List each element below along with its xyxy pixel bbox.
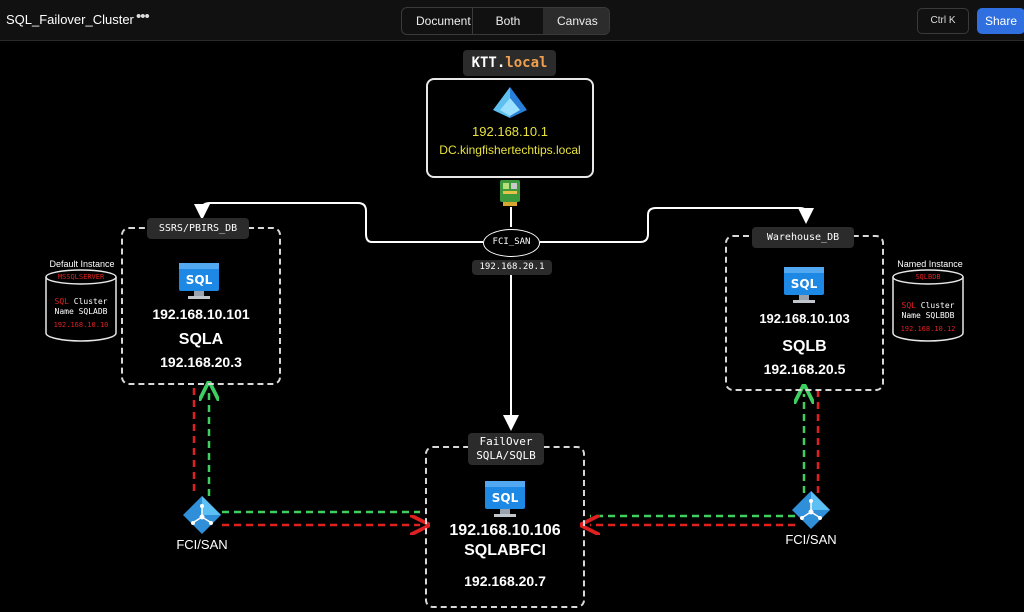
database-cylinder-icon bbox=[892, 269, 964, 342]
left-cylinder-line1: SQL Cluster bbox=[44, 297, 118, 306]
right-cylinder-sql: SQL bbox=[901, 301, 916, 310]
right-cylinder-cluster: Cluster bbox=[915, 301, 955, 310]
left-name: SQLA bbox=[178, 331, 224, 348]
right-name: SQLB bbox=[782, 338, 827, 355]
sql-server-icon: SQL bbox=[179, 263, 219, 299]
domain-controller-box[interactable]: 192.168.10.1 DC.kingfishertechtips.local bbox=[426, 78, 594, 178]
left-cylinder-top: MSSQLSERVER bbox=[57, 273, 105, 281]
dc-ip: 192.168.10.1 bbox=[472, 124, 548, 139]
right-cylinder-line2: Name SQLBDB bbox=[901, 311, 955, 320]
command-palette-button[interactable]: Ctrl K bbox=[917, 8, 969, 34]
fci-san-node[interactable]: FCI_SAN bbox=[483, 229, 540, 257]
fci-to-right-line bbox=[540, 207, 814, 243]
left-cylinder-sql: SQL bbox=[54, 297, 69, 306]
top-bar: SQL_Failover_Cluster ••• Document Both C… bbox=[0, 0, 1024, 41]
svg-text:SQL: SQL bbox=[186, 273, 213, 287]
right-group-label: Warehouse_DB bbox=[752, 227, 854, 248]
right-ip1: 192.168.10.103 bbox=[759, 311, 850, 326]
share-button[interactable]: Share bbox=[977, 8, 1024, 34]
database-cylinder-icon bbox=[45, 269, 117, 342]
view-mode-switcher: Document Both Canvas bbox=[401, 7, 610, 35]
center-name: SQLABFCI bbox=[464, 542, 546, 559]
tab-both[interactable]: Both bbox=[495, 14, 521, 28]
domain-label[interactable]: KTT.local bbox=[463, 50, 556, 76]
right-cylinder-caption: Named Instance bbox=[897, 259, 963, 269]
fci-san-ip: 192.168.20.1 bbox=[472, 260, 552, 275]
left-cylinder-ip: 192.168.10.10 bbox=[53, 321, 109, 329]
left-ip2: 192.168.20.3 bbox=[160, 354, 242, 370]
san-switch-icon bbox=[792, 491, 830, 529]
more-options-button[interactable]: ••• bbox=[136, 8, 150, 25]
center-ip1: 192.168.10.106 bbox=[449, 522, 561, 539]
right-ip2: 192.168.20.5 bbox=[763, 361, 846, 377]
left-group-label: SSRS/PBIRS_DB bbox=[147, 218, 249, 239]
svg-text:SQL: SQL bbox=[492, 491, 519, 505]
document-title[interactable]: SQL_Failover_Cluster bbox=[6, 12, 134, 27]
dc-fqdn: DC.kingfishertechtips.local bbox=[439, 143, 581, 157]
azure-ad-icon bbox=[493, 87, 527, 118]
center-group-label: FailOver SQLA/SQLB bbox=[468, 433, 544, 465]
svg-text:SQL: SQL bbox=[791, 277, 818, 291]
domain-prefix: KTT. bbox=[471, 55, 506, 71]
left-san-label: FCI/SAN bbox=[176, 537, 228, 552]
sql-server-icon: SQL bbox=[485, 481, 525, 517]
left-cylinder-cluster: Cluster bbox=[68, 297, 108, 306]
right-cylinder-ip: 192.168.10.12 bbox=[900, 325, 956, 333]
network-card-icon bbox=[500, 180, 520, 206]
san-switch-icon bbox=[183, 496, 221, 534]
left-ip1: 192.168.10.101 bbox=[152, 306, 250, 322]
domain-suffix: local bbox=[505, 55, 548, 71]
sql-server-icon: SQL bbox=[784, 267, 824, 303]
right-san-label: FCI/SAN bbox=[785, 532, 837, 547]
right-cylinder-top: SQLBDB bbox=[915, 273, 941, 281]
center-group-line2: SQLA/SQLB bbox=[476, 449, 536, 462]
center-ip2: 192.168.20.7 bbox=[464, 573, 546, 589]
diagram-canvas[interactable]: KTT.local 192.168.10.1 DC.kingfishertech… bbox=[0, 41, 1024, 612]
tab-canvas[interactable]: Canvas bbox=[543, 8, 609, 34]
connection-lines bbox=[192, 202, 820, 612]
center-group-line1: FailOver bbox=[479, 435, 533, 448]
left-cylinder-line2: Name SQLADB bbox=[54, 307, 108, 316]
right-cylinder-line1: SQL Cluster bbox=[891, 301, 965, 310]
fci-to-left-line bbox=[194, 202, 483, 243]
left-cylinder-caption: Default Instance bbox=[49, 259, 115, 269]
tab-document[interactable]: Document bbox=[402, 8, 473, 34]
